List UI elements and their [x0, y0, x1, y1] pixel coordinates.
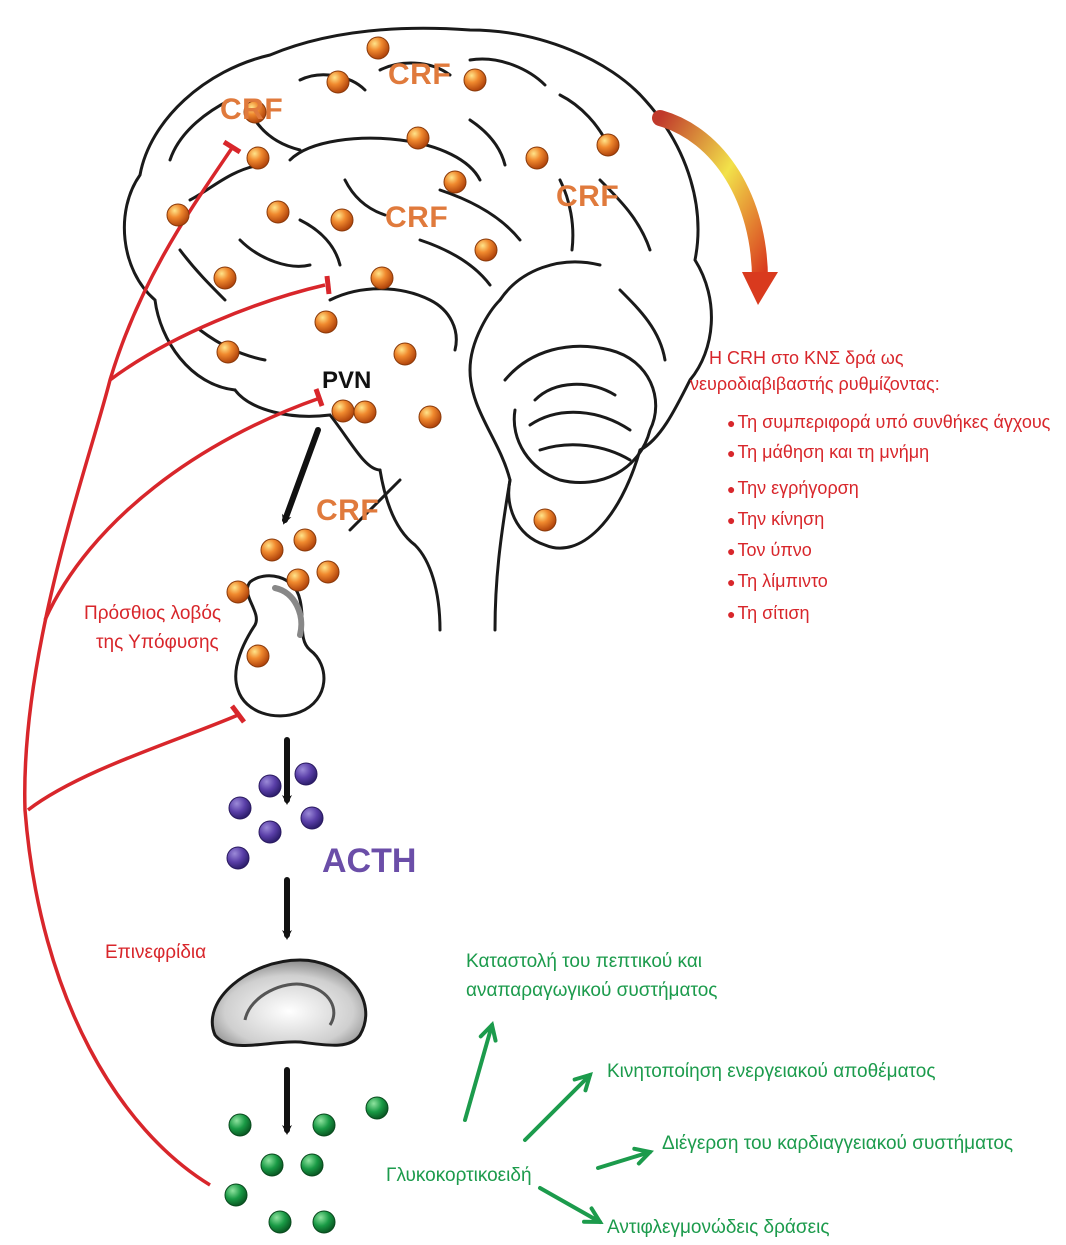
- crh-title-line1: Η CRH στο ΚΝΣ δρά ως: [709, 348, 904, 369]
- feedback-inhibition-bar: [232, 706, 244, 722]
- glucocorticoid-molecule-dot: [229, 1114, 251, 1136]
- crf-label-pituitary: CRF: [316, 494, 379, 528]
- acth-molecule-dot: [301, 807, 323, 829]
- effect-arrow-shaft: [540, 1188, 600, 1222]
- pituitary-label-line2: της Υπόφυσης: [96, 632, 219, 654]
- crf-molecule-dot: [597, 134, 619, 156]
- glucocorticoid-molecule-dot: [225, 1184, 247, 1206]
- crf-molecule-dot: [247, 645, 269, 667]
- crf-label-left: CRF: [220, 93, 283, 127]
- crh-item-5: Τον ύπνο: [727, 540, 812, 561]
- crf-molecule-dot: [214, 267, 236, 289]
- crf-molecule-dot: [444, 171, 466, 193]
- effect-1-line1: Καταστολή του πεπτικού και: [466, 951, 702, 973]
- effect-4: Αντιφλεγμονώδεις δράσεις: [607, 1217, 829, 1239]
- crh-item-2: Τη μάθηση και τη μνήμη: [727, 442, 929, 463]
- crf-molecule-dot: [526, 147, 548, 169]
- crf-molecule-dot: [394, 343, 416, 365]
- glucocorticoid-effect-arrows: [465, 1025, 650, 1222]
- glucocorticoid-molecule-dot: [269, 1211, 291, 1233]
- pvn-label: PVN: [322, 367, 371, 395]
- brain-outline: [124, 28, 711, 630]
- crf-molecule-dot: [217, 341, 239, 363]
- crf-molecule-dot: [534, 509, 556, 531]
- crf-molecule-dot: [464, 69, 486, 91]
- glucocorticoid-molecule-dot: [261, 1154, 283, 1176]
- feedback-line: [28, 715, 238, 810]
- adrenal-label: Επινεφρίδια: [105, 942, 206, 964]
- crf-molecule-dot: [371, 267, 393, 289]
- crf-label-top: CRF: [388, 58, 451, 92]
- effect-arrow-shaft: [465, 1025, 492, 1120]
- glucocorticoid-molecule-dot: [366, 1097, 388, 1119]
- acth-molecule-dot: [227, 847, 249, 869]
- crh-arc-arrowhead: [742, 272, 778, 305]
- crf-molecule-dot: [227, 581, 249, 603]
- acth-label: ACTH: [322, 842, 416, 881]
- crf-molecule-dot: [331, 209, 353, 231]
- crh-item-3: Την εγρήγορση: [727, 478, 859, 499]
- effect-3: Διέγερση του καρδιαγγειακού συστήματος: [662, 1133, 1013, 1155]
- crf-label-middle: CRF: [385, 201, 448, 235]
- glucocorticoid-molecule-dot: [313, 1211, 335, 1233]
- glucocorticoid-molecule-dot: [301, 1154, 323, 1176]
- adrenal-gland-shape: [212, 960, 365, 1046]
- crh-item-7: Τη σίτιση: [727, 603, 810, 624]
- crf-molecule-dot: [367, 37, 389, 59]
- anterior-pituitary-shape: [236, 576, 324, 716]
- crh-item-1: Τη συμπεριφορά υπό συνθήκες άγχους: [727, 412, 1050, 433]
- crh-title-line2: νευροδιαβιβαστής ρυθμίζοντας:: [690, 374, 940, 395]
- crf-molecule-dot: [332, 400, 354, 422]
- crf-molecule-dot: [167, 204, 189, 226]
- crf-molecule-dot: [247, 147, 269, 169]
- glucocorticoid-molecule-dot: [313, 1114, 335, 1136]
- crh-item-4: Την κίνηση: [727, 509, 824, 530]
- crf-molecule-dot: [261, 539, 283, 561]
- crf-molecule-dot: [317, 561, 339, 583]
- crf-molecule-dot: [475, 239, 497, 261]
- pituitary-label-line1: Πρόσθιος λοβός: [84, 603, 221, 625]
- feedback-line: [25, 148, 232, 1185]
- acth-molecule-dot: [229, 797, 251, 819]
- crf-molecule-dot: [267, 201, 289, 223]
- crf-molecule-dot: [327, 71, 349, 93]
- crf-molecule-dot: [287, 569, 309, 591]
- crf-molecule-dot: [407, 127, 429, 149]
- acth-molecule-dot: [259, 821, 281, 843]
- crf-molecule-dot: [354, 401, 376, 423]
- crf-molecule-dot: [419, 406, 441, 428]
- effect-1-line2: αναπαραγωγικού συστήματος: [466, 980, 717, 1002]
- crh-item-6: Τη λίμπιντο: [727, 571, 828, 592]
- acth-molecule-dot: [295, 763, 317, 785]
- crf-label-right: CRF: [556, 180, 619, 214]
- acth-molecule-dot: [259, 775, 281, 797]
- glucocorticoids-label: Γλυκοκορτικοειδή: [386, 1165, 532, 1187]
- crf-molecule-dot: [294, 529, 316, 551]
- crf-molecule-dot: [315, 311, 337, 333]
- feedback-inhibition-bar: [327, 276, 329, 294]
- effect-2: Κινητοποίηση ενεργειακού αποθέματος: [607, 1061, 936, 1083]
- effect-arrow-shaft: [525, 1075, 590, 1140]
